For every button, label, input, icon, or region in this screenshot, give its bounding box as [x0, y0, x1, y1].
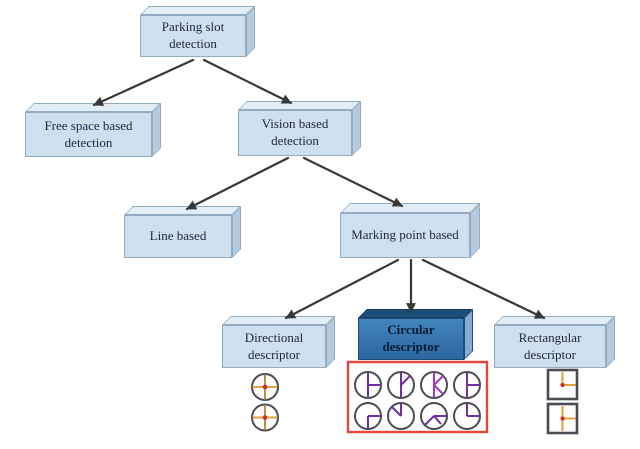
box-front-face: Free space based detection — [25, 112, 152, 157]
box-side-face — [246, 6, 255, 57]
box-side-face — [464, 309, 473, 360]
box-side-face — [232, 206, 241, 258]
box-top-face — [25, 103, 161, 112]
box-top-face — [358, 309, 473, 318]
circle-pattern-icon — [420, 402, 448, 430]
circle-cross-icon — [251, 373, 279, 401]
box-side-face — [326, 316, 335, 368]
box-front-face: Rectangular descriptor — [494, 325, 606, 368]
circle-pattern-icon — [453, 402, 481, 430]
arrow-parking-to-vision — [202, 58, 293, 105]
box-top-face — [140, 6, 255, 15]
box-front-face: Circular descriptor — [358, 318, 464, 360]
box-side-face — [352, 101, 361, 156]
highlight-red-box — [346, 360, 489, 434]
directional-descriptor-samples — [251, 373, 279, 432]
box-front-face: Parking slot detection — [140, 15, 246, 57]
box-front-face: Marking point based — [340, 213, 470, 258]
arrow-vision-to-line — [185, 156, 290, 211]
node-label: Vision based detection — [261, 116, 329, 148]
square-pattern-icon — [546, 368, 579, 401]
box-top-face — [340, 203, 480, 213]
rectangular-descriptor-samples — [546, 368, 579, 435]
arrow-parking-to-free-space — [92, 58, 195, 107]
edges — [92, 58, 546, 320]
box-top-face — [222, 316, 335, 325]
box-side-face — [152, 103, 161, 157]
circle-pattern-icon — [420, 371, 448, 399]
circular-descriptor-samples — [346, 360, 489, 434]
box-top-face — [238, 101, 361, 110]
circle-cross-icon — [251, 403, 279, 432]
node-label: Line based — [149, 228, 207, 244]
node-label: Rectangular descriptor — [518, 329, 582, 362]
box-top-face — [124, 206, 241, 215]
box-front-face: Vision based detection — [238, 110, 352, 156]
box-side-face — [470, 203, 480, 258]
node-label: Directional descriptor — [244, 329, 304, 362]
circle-pattern-icon — [354, 371, 382, 399]
box-front-face: Line based — [124, 215, 232, 258]
box-side-face — [606, 316, 615, 368]
arrow-vision-to-marking — [302, 156, 404, 208]
box-top-face — [494, 316, 615, 325]
circle-pattern-icon — [354, 402, 382, 430]
circle-pattern-icon — [387, 402, 415, 430]
node-label: Parking slot detection — [161, 19, 225, 51]
node-label: Circular descriptor — [382, 322, 440, 354]
square-pattern-icon — [546, 402, 579, 435]
circle-pattern-icon — [387, 371, 415, 399]
node-label: Marking point based — [351, 227, 459, 243]
circle-pattern-icon — [453, 371, 481, 399]
node-label: Free space based detection — [44, 117, 133, 150]
box-front-face: Directional descriptor — [222, 325, 326, 368]
